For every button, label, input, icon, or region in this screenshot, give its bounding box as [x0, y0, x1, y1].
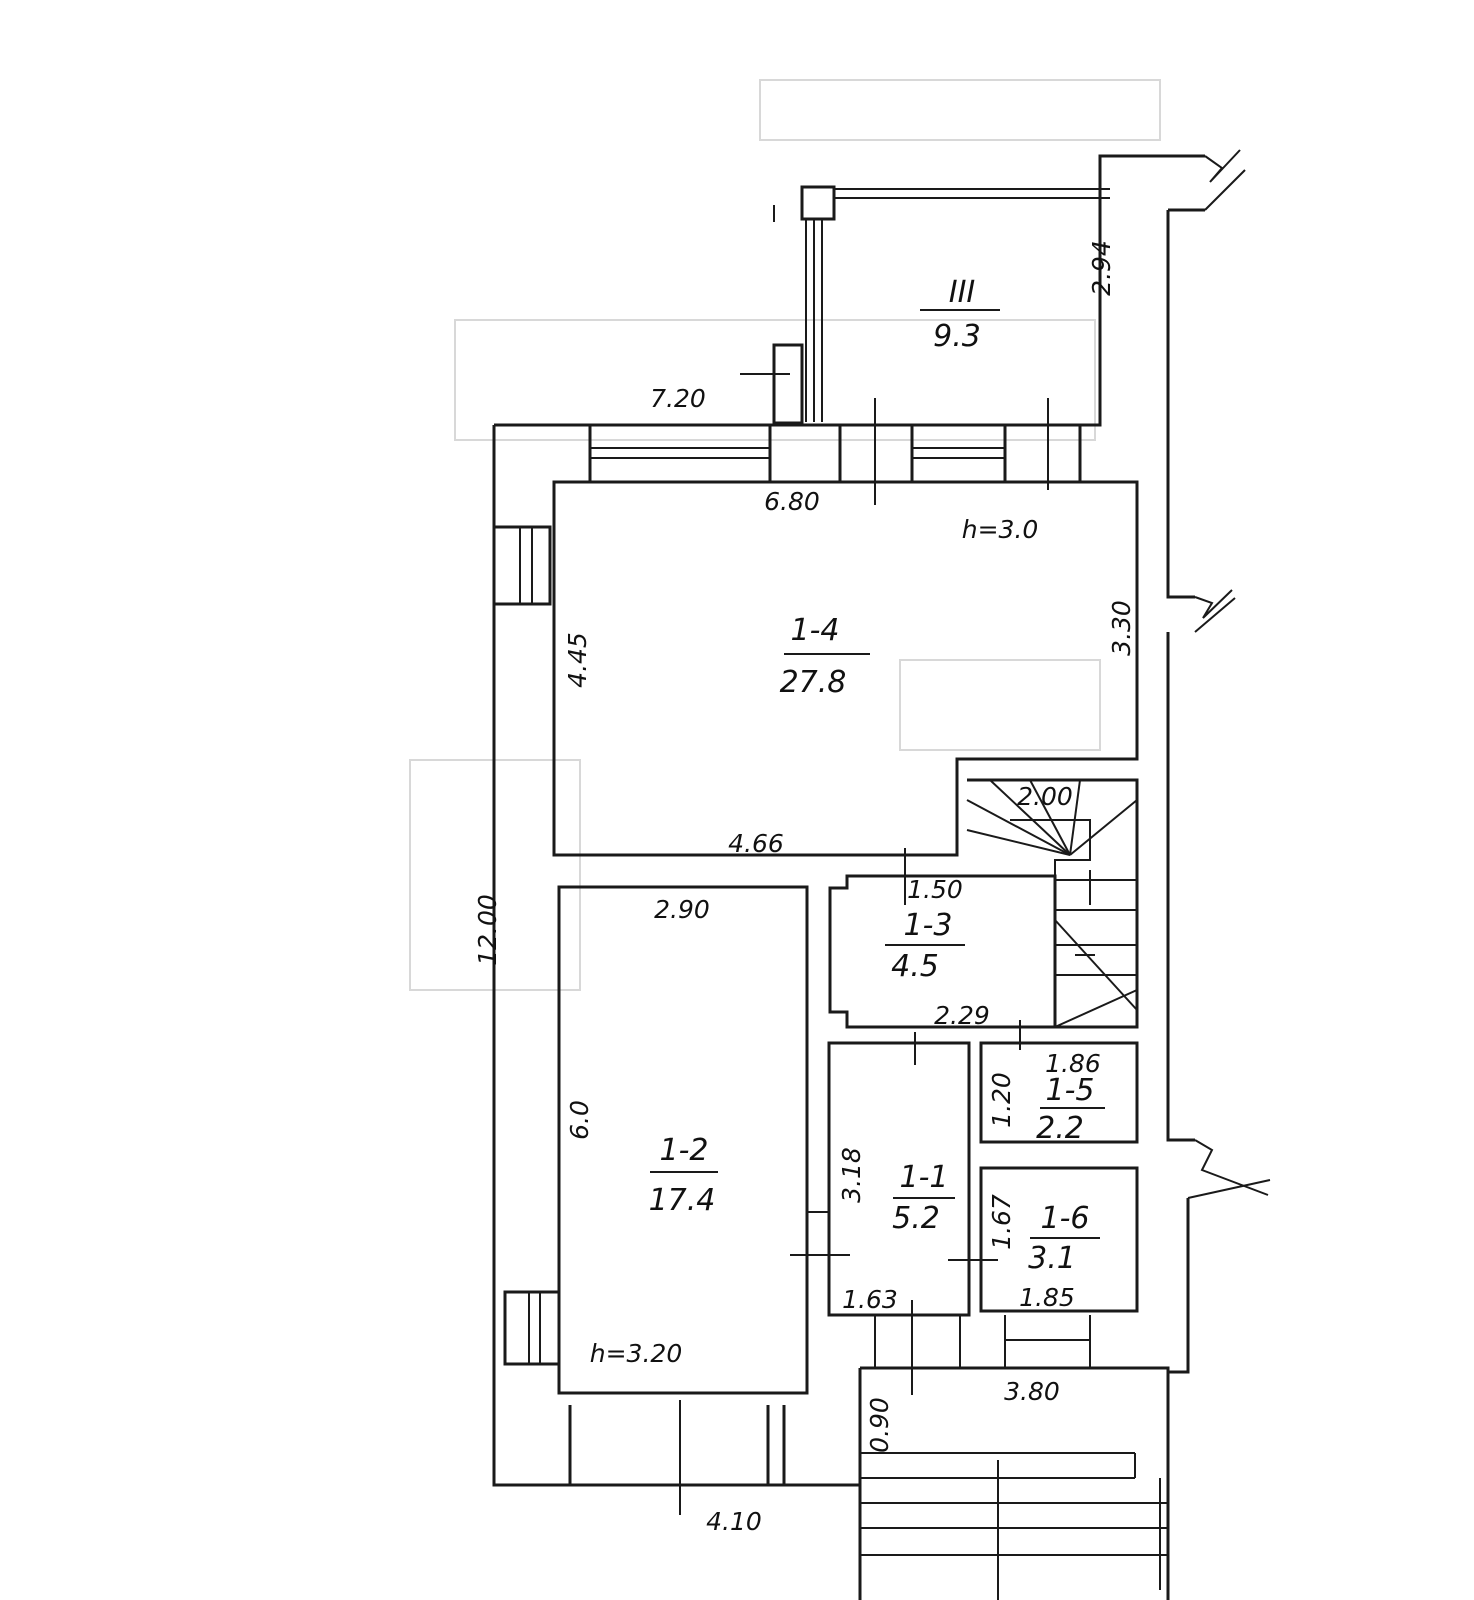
room-1-6	[979, 1166, 1139, 1313]
room-1-1-area: 5.2	[892, 1201, 940, 1236]
dim-height-3-0: h=3.0	[962, 515, 1039, 544]
north-windows	[588, 398, 1082, 505]
dim-2-29: 2.29	[934, 1001, 990, 1030]
dim-3-18: 3.18	[837, 1147, 866, 1203]
room-1-6-id: 1-6	[1041, 1201, 1090, 1236]
dim-6-80: 6.80	[764, 487, 820, 516]
room-1-3-id: 1-3	[904, 908, 953, 943]
room-1-2-id: 1-2	[660, 1133, 709, 1168]
room-iii-area: 9.3	[933, 319, 981, 354]
room-1-6-area: 3.1	[1028, 1241, 1076, 1276]
entry-porch	[858, 1300, 1170, 1600]
exterior-walls	[492, 149, 1271, 1487]
dim-1-50: 1.50	[907, 875, 963, 904]
west-windows	[492, 525, 561, 1366]
dim-7-20: 7.20	[650, 384, 706, 413]
room-1-3	[828, 874, 1057, 1029]
dim-height-3-20: h=3.20	[590, 1339, 682, 1368]
dim-2-00: 2.00	[1017, 782, 1073, 811]
dim-6-0: 6.0	[565, 1100, 594, 1140]
dim-0-90: 0.90	[865, 1397, 894, 1453]
dim-4-10: 4.10	[706, 1507, 762, 1536]
room-iii-id: III	[949, 275, 976, 310]
dim-1-85: 1.85	[1019, 1283, 1075, 1312]
dim-12-00: 12.00	[473, 894, 502, 966]
dim-2-94: 2.94	[1087, 240, 1116, 296]
balcony-iii	[740, 185, 1110, 425]
room-1-1	[827, 1041, 971, 1317]
dim-1-63: 1.63	[842, 1285, 898, 1314]
room-1-4-id: 1-4	[791, 613, 840, 648]
south-windows	[568, 1400, 786, 1515]
room-1-4-area: 27.8	[780, 665, 847, 700]
room-1-3-area: 4.5	[891, 949, 939, 984]
dim-3-80: 3.80	[1004, 1377, 1060, 1406]
dim-4-66: 4.66	[728, 829, 784, 858]
room-1-1-id: 1-1	[900, 1160, 949, 1195]
dim-4-45: 4.45	[563, 632, 592, 688]
staircase	[966, 778, 1139, 1029]
dim-3-30: 3.30	[1107, 600, 1136, 656]
room-1-5	[979, 1041, 1139, 1144]
dim-1-86: 1.86	[1045, 1049, 1101, 1078]
room-1-5-id: 1-5	[1046, 1073, 1095, 1108]
room-1-2	[557, 885, 809, 1395]
dim-1-67: 1.67	[987, 1194, 1016, 1250]
room-1-2-area: 17.4	[649, 1183, 716, 1218]
dim-2-90: 2.90	[654, 895, 710, 924]
room-1-5-area: 2.2	[1036, 1111, 1084, 1146]
room-1-4	[552, 480, 1139, 857]
dim-1-20: 1.20	[987, 1072, 1016, 1128]
